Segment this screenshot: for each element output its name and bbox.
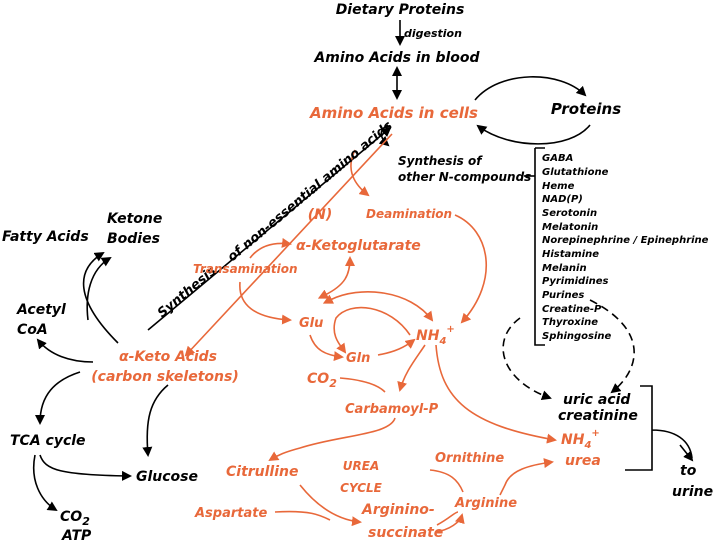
to-acetyl-coa-arrow: [36, 338, 94, 363]
other-n-compounds-label: other N-compounds: [398, 170, 531, 184]
alpha-keto-acids-label: α-Keto Acids: [119, 349, 217, 365]
list-item: Glutathione: [542, 167, 609, 178]
to-glucose-arrow: [142, 384, 169, 457]
digestion-label: digestion: [404, 27, 462, 40]
list-item: Creatine-P: [542, 304, 602, 315]
glu-nh4-outer-arrow: [322, 291, 434, 322]
list-item: GABA: [542, 153, 573, 164]
gln-to-nh4-arrow: [377, 338, 416, 356]
argininosuccinate-arginine-line: [436, 511, 459, 526]
to-glu-arrow: [239, 281, 292, 325]
synthesis-arrow: [147, 126, 392, 331]
list-item: Serotonin: [542, 208, 597, 219]
citrulline-label: Citrulline: [226, 464, 299, 480]
excretion-bracket: [625, 385, 693, 471]
ketone-label: Ketone: [107, 211, 162, 227]
list-item: NAD(P): [542, 194, 583, 205]
aspartate-label: Aspartate: [194, 506, 267, 521]
from-proteins-arrow: [476, 124, 591, 145]
list-item: Thyroxine: [542, 317, 598, 328]
orange-arrows: [184, 133, 557, 533]
list-item: Purines: [542, 290, 584, 301]
acetyl-label: Acetyl: [16, 302, 66, 318]
n-label: (N): [308, 207, 333, 223]
succinate-label: succinate: [368, 525, 443, 541]
akg-glu-arrow: [317, 256, 355, 299]
to-co2-atp-arrow: [32, 454, 58, 512]
list-item: Melatonin: [542, 222, 598, 233]
n-compounds-list: GABA Glutathione Heme NAD(P) Serotonin M…: [542, 153, 709, 342]
deamination-arrow: [350, 149, 370, 197]
glu-label: Glu: [299, 316, 323, 331]
bodies-label: Bodies: [107, 231, 160, 247]
glu-to-gln-arrow: [309, 334, 344, 362]
co2-atp-co2-label: CO2: [60, 509, 90, 528]
aspartate-line: [274, 510, 331, 521]
list-item: Sphingosine: [542, 331, 612, 342]
purines-uric-acid-arrow: [502, 317, 552, 400]
tca-glucose-arrow: [39, 454, 132, 481]
alpha-ketoglutarate-label: α-Ketoglutarate: [296, 238, 421, 254]
ornithine-label: Ornithine: [435, 451, 504, 466]
to-urine-arrow: [679, 444, 694, 462]
urea-label: urea: [565, 453, 601, 469]
carbon-skeletons-label: (carbon skeletons): [91, 369, 238, 385]
fatty-acids-label: Fatty Acids: [2, 229, 89, 245]
list-item: Melanin: [542, 263, 587, 274]
deamination-label: Deamination: [366, 207, 452, 221]
proteins-label: Proteins: [551, 100, 621, 118]
citrulline-argininosuccinate-arrow: [299, 484, 362, 527]
urea-cycle-label-1: UREA: [343, 459, 379, 473]
to-proteins-arrow: [474, 76, 587, 101]
arginino-label: Arginino-: [361, 502, 435, 518]
arginine-ornithine-line: [429, 469, 464, 493]
transamination-label: Transamination: [193, 262, 298, 276]
gln-label: Gln: [346, 351, 370, 366]
nh4-label: NH4+: [416, 324, 455, 347]
creatinine-label: creatinine: [558, 408, 638, 424]
black-arrows: [32, 20, 694, 512]
arginine-urea-arrow: [499, 458, 554, 496]
list-item: Histamine: [542, 249, 599, 260]
carbamoyl-citrulline-arrow: [268, 417, 396, 462]
urine-label: urine: [672, 484, 713, 500]
carbamoyl-p-label: Carbamoyl-P: [345, 402, 439, 417]
co2-carbamoyl-line: [339, 377, 386, 393]
nh4-carbamoyl-arrow: [397, 344, 426, 392]
amino-acids-blood-label: Amino Acids in blood: [313, 50, 480, 66]
excreted-nh4-label: NH4+: [561, 428, 600, 451]
to-ketone-arrow: [82, 251, 119, 344]
glu-gln-cycle-arrow: [333, 306, 411, 354]
atp-label: ATP: [61, 528, 92, 544]
deamination-nh4-arrow: [454, 214, 488, 324]
nh4-excretion-arrow: [435, 344, 557, 444]
uric-acid-label: uric acid: [563, 392, 631, 408]
co2-label: CO2: [307, 371, 337, 390]
to-arginine-arrow: [434, 513, 465, 533]
to-label: to: [680, 463, 697, 479]
to-akg-arrow: [249, 237, 292, 259]
to-tca-arrow: [35, 371, 81, 425]
list-item: Heme: [542, 181, 575, 192]
glucose-label: Glucose: [136, 469, 198, 485]
dietary-proteins-label: Dietary Proteins: [336, 2, 465, 18]
list-item: Pyrimidines: [542, 276, 609, 287]
synthesis-of-label: Synthesis of: [398, 154, 483, 168]
coa-label: CoA: [17, 322, 48, 338]
amino-acids-cells-label: Amino Acids in cells: [309, 104, 478, 122]
tca-cycle-label: TCA cycle: [10, 433, 86, 449]
list-item: Norepinephrine / Epinephrine: [542, 235, 709, 246]
urea-cycle-label-2: CYCLE: [340, 481, 383, 495]
arginine-label: Arginine: [454, 496, 517, 511]
n-compounds-bracket: [534, 147, 545, 346]
creatine-creatinine-arrow: [589, 299, 635, 394]
to-fatty-acids-arrow: [86, 256, 112, 321]
